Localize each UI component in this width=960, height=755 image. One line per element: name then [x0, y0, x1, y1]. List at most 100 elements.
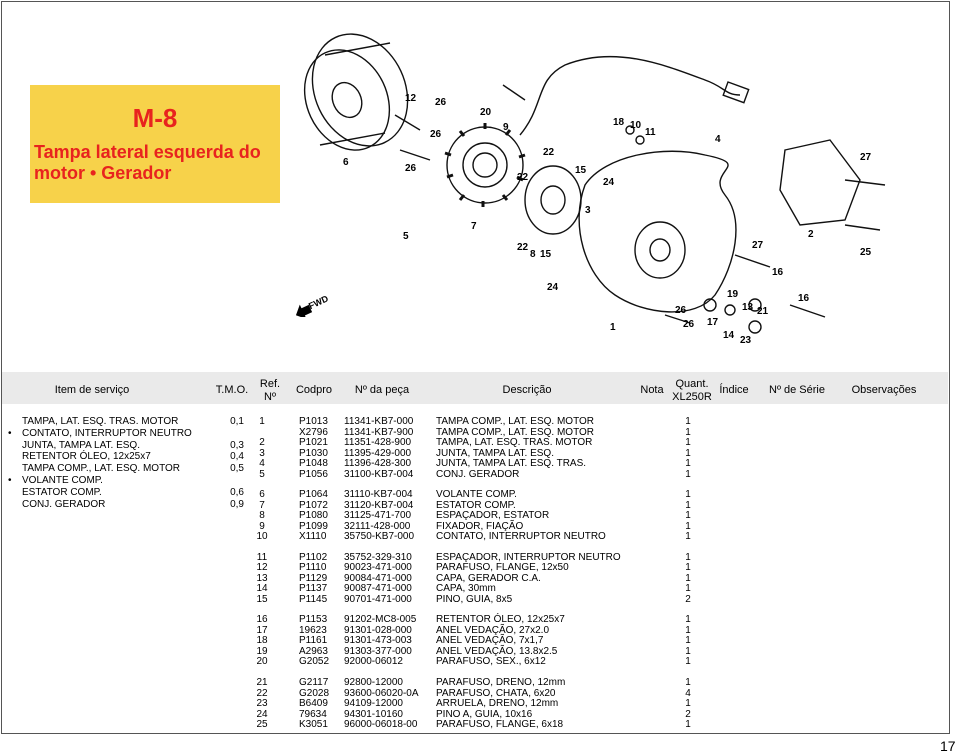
callout: 11	[645, 127, 656, 138]
parts-cell-desc: PINO A, GUIA, 10x16	[436, 708, 533, 720]
parts-cell-peca: 32111-428-000	[344, 520, 411, 532]
parts-cell-desc: CONTATO, INTERRUPTOR NEUTRO	[436, 531, 606, 542]
parts-cell-peca: 92000-06012	[344, 656, 403, 667]
parts-cell-qty: 1	[685, 656, 691, 667]
callout: 27	[860, 152, 872, 163]
header-quant: Quant. XL250R	[672, 378, 712, 403]
parts-cell-qty: 2	[685, 708, 691, 720]
header-ref: Ref. Nº	[259, 378, 281, 403]
callout: 17	[707, 317, 719, 328]
parts-cell-desc: ANEL VEDAÇÃO, 7x1,7	[436, 635, 544, 646]
parts-cell-desc: FIXADOR, FIAÇÃO	[436, 520, 524, 532]
callout: 27	[752, 240, 764, 251]
parts-cell-desc: ESPAÇADOR, ESTATOR	[436, 510, 550, 521]
parts-cell-ref: 13	[256, 572, 268, 584]
parts-cell-qty: 1	[685, 572, 691, 584]
parts-cell-desc: TAMPA, LAT. ESQ. TRAS. MOTOR	[436, 437, 593, 448]
parts-cell-codpro: P1099	[299, 520, 328, 532]
parts-cell-codpro: P1013	[299, 416, 328, 427]
parts-cell-peca: 91303-377-000	[344, 645, 412, 657]
parts-cell-qty: 1	[685, 624, 691, 636]
parts-cell-ref: 8	[259, 510, 265, 521]
callout: 7	[471, 221, 477, 232]
header-indice: Índice	[719, 384, 749, 396]
callout: 26	[675, 305, 687, 316]
header-descricao: Descrição	[502, 384, 552, 396]
parts-cell-peca: 90084-471-000	[344, 572, 412, 584]
callout: 25	[860, 247, 872, 258]
parts-cell-peca: 93600-06020-0A	[344, 687, 419, 699]
parts-cell-peca: 11396-428-300	[344, 458, 412, 469]
page-frame	[1, 1, 950, 734]
parts-cell-ref: 17	[256, 624, 268, 636]
parts-cell-qty: 1	[685, 645, 691, 657]
header-codpro: Codpro	[295, 384, 333, 396]
parts-cell-ref: 1	[259, 416, 265, 427]
rear-cover-part	[779, 139, 861, 226]
parts-cell-codpro: P1129	[299, 572, 328, 584]
parts-cell-qty: 1	[685, 468, 691, 480]
parts-cell-codpro: P1110	[299, 562, 327, 573]
parts-cell-peca: 91301-473-003	[344, 635, 412, 646]
callout: 26	[435, 97, 447, 108]
callout: 26	[683, 319, 695, 330]
callout: 19	[727, 289, 739, 300]
parts-cell-ref: 11	[256, 551, 268, 563]
parts-cell-ref: 14	[256, 583, 268, 594]
callout: 15	[575, 165, 587, 176]
parts-cell-desc: RETENTOR ÓLEO, 12x25x7	[436, 614, 565, 625]
parts-cell-codpro: 19623	[299, 624, 327, 636]
callout: 22	[517, 172, 529, 183]
parts-cell-codpro: P1056	[299, 468, 328, 480]
parts-cell-qty: 1	[685, 499, 691, 511]
parts-cell-ref: 19	[256, 645, 268, 657]
section-code: M-8	[132, 103, 178, 133]
parts-cell-qty: 1	[685, 677, 691, 688]
header-serie: Nº de Série	[769, 384, 825, 396]
parts-cell-ref: 20	[256, 656, 268, 667]
callout: 3	[585, 205, 591, 216]
parts-cell-codpro: P1137	[299, 583, 328, 594]
parts-cell-desc: VOLANTE COMP.	[436, 489, 517, 500]
parts-cell-qty: 1	[685, 698, 691, 709]
callout: 13	[742, 302, 754, 313]
callout: 18	[613, 117, 625, 128]
parts-cell-codpro: 79634	[299, 708, 327, 720]
parts-cell-qty: 1	[685, 635, 691, 646]
parts-cell-qty: 1	[685, 416, 691, 427]
parts-cell-desc: PARAFUSO, CHATA, 6x20	[436, 687, 556, 699]
parts-cell-qty: 1	[685, 447, 691, 459]
parts-cell-peca: 35752-329-310	[344, 551, 412, 563]
callout: 16	[772, 267, 784, 278]
callout: 1	[610, 322, 616, 333]
parts-cell-codpro: P1048	[299, 458, 328, 469]
exploded-diagram: 12 26 20 9 26 26 6 22 22 15 24 18 10 11 …	[303, 33, 886, 346]
parts-cell-peca: 31110-KB7-004	[344, 489, 413, 500]
callout: 4	[715, 134, 721, 145]
parts-cell-ref: 24	[256, 708, 268, 720]
parts-cell-peca: 31120-KB7-004	[344, 499, 414, 511]
callout: 9	[503, 122, 509, 133]
parts-cell-qty: 4	[685, 687, 691, 699]
gasket-part	[524, 165, 582, 235]
parts-cell-codpro: P1102	[299, 551, 328, 563]
callout: 20	[480, 107, 492, 118]
parts-cell-codpro: X1110	[299, 531, 327, 542]
fwd-arrow-icon: FWD	[295, 293, 330, 317]
parts-cell-qty: 1	[685, 520, 691, 532]
parts-cell-peca: 11395-429-000	[344, 447, 412, 459]
parts-cell-desc: ARRUELA, DRENO, 12mm	[436, 698, 559, 709]
parts-cell-codpro: X2796	[299, 426, 328, 438]
